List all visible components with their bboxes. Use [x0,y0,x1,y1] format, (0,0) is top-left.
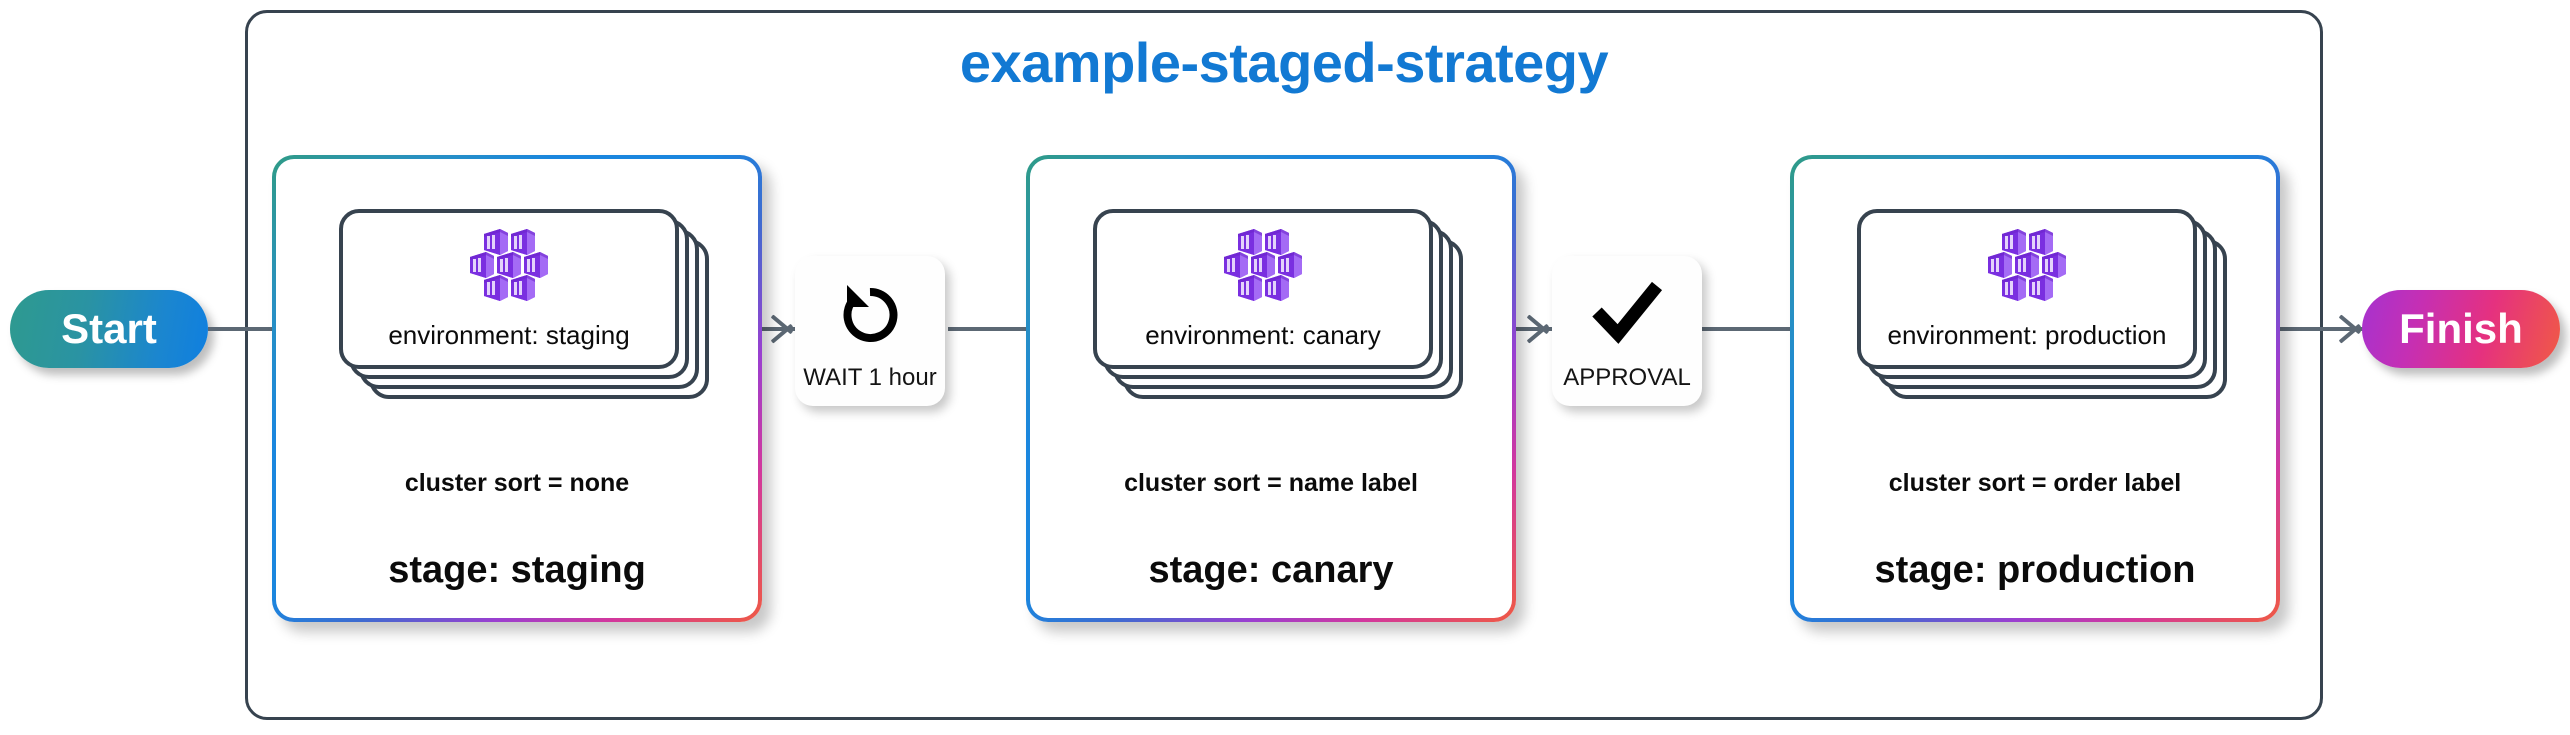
start-node[interactable]: Start [10,290,208,368]
environment-stack[interactable]: environment: staging [339,209,709,404]
cluster-sort-label: cluster sort = order label [1888,469,2182,497]
stage-card-body: environment: staging cluster sort = none… [276,159,758,618]
stage-name-label: stage: canary [1148,549,1394,591]
stage-card-production[interactable]: environment: production cluster sort = o… [1790,155,2280,622]
cluster-sort-label: cluster sort = name label [1124,469,1418,497]
connector-start-to-staging [208,327,308,331]
arrowhead-approval [1528,310,1550,348]
stage-card-body: environment: production cluster sort = o… [1794,159,2276,618]
cluster-nodes-icon [466,229,552,308]
connector-staging-to-wait [735,327,795,331]
approval-label: APPROVAL [1563,364,1691,391]
finish-label: Finish [2399,305,2523,352]
connector-wait-to-canary [948,327,1058,331]
cluster-nodes-icon [1984,229,2070,308]
environment-label: environment: canary [1145,320,1381,350]
stage-card-body: environment: canary cluster sort = name … [1030,159,1512,618]
checkmark-icon [1591,280,1663,351]
rotate-counterclockwise-icon [835,280,905,355]
wait-node[interactable]: WAIT 1 hour [795,256,945,406]
environment-stack[interactable]: environment: production [1857,209,2227,404]
arrowhead-finish [2340,310,2362,348]
env-card-front[interactable]: environment: production [1857,209,2197,369]
start-label: Start [61,305,157,352]
stage-card-staging[interactable]: environment: staging cluster sort = none… [272,155,762,622]
wait-label: WAIT 1 hour [803,364,937,391]
connector-approval-to-production [1702,327,1812,331]
strategy-title: example-staged-strategy [959,31,1609,94]
finish-node[interactable]: Finish [2362,290,2560,368]
stage-name-label: stage: production [1874,549,2196,591]
approval-node[interactable]: APPROVAL [1552,256,1702,406]
arrowhead-wait [772,310,794,348]
cluster-nodes-icon [1220,229,1306,308]
env-card-front[interactable]: environment: canary [1093,209,1433,369]
stage-card-canary[interactable]: environment: canary cluster sort = name … [1026,155,1516,622]
env-card-front[interactable]: environment: staging [339,209,679,369]
connector-production-to-finish [2248,327,2378,331]
environment-label: environment: production [1887,320,2167,350]
cluster-sort-label: cluster sort = none [404,469,630,497]
environment-stack[interactable]: environment: canary [1093,209,1463,404]
connector-canary-to-approval [1490,327,1552,331]
stage-name-label: stage: staging [388,549,646,591]
environment-label: environment: staging [388,320,630,350]
